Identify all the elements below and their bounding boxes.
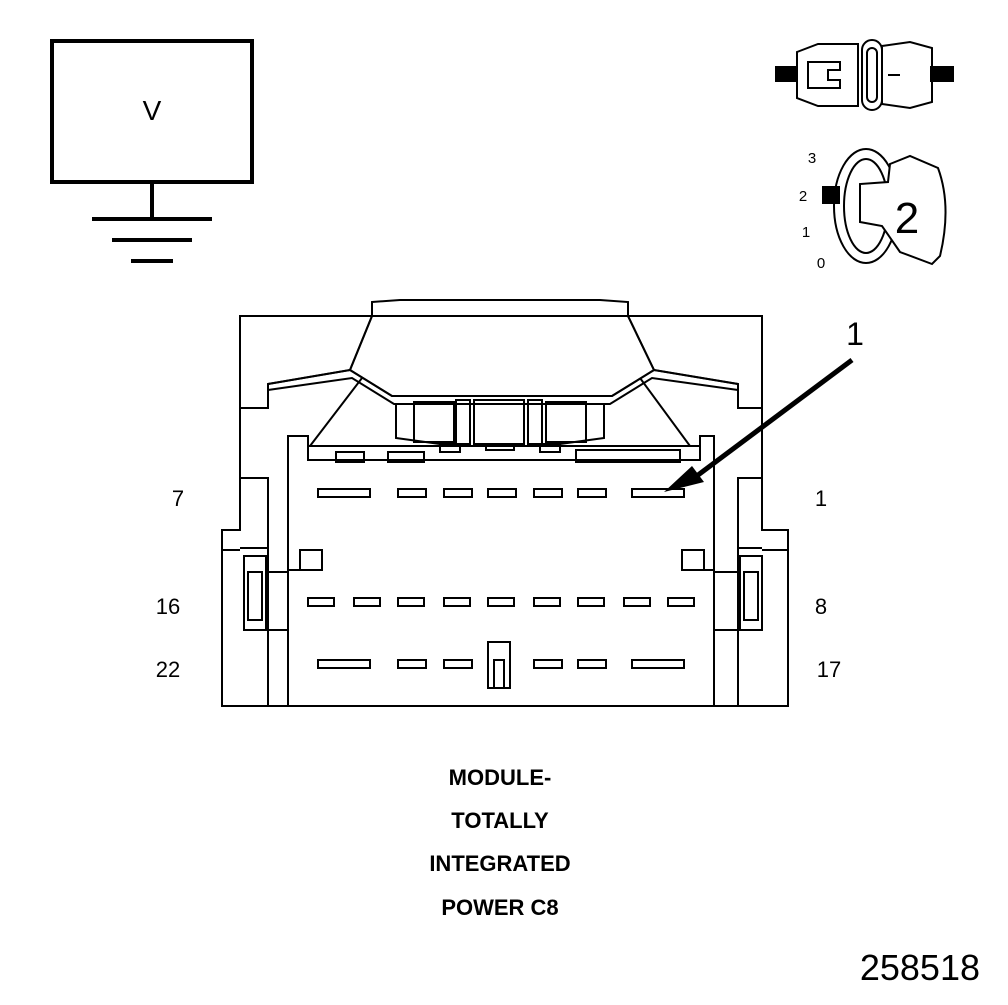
cavity-21 — [397, 659, 427, 669]
cavity-19 — [533, 659, 563, 669]
pin-label-row2-right: 8 — [815, 594, 827, 619]
cavity-16 — [307, 597, 335, 607]
ignition-position-3: 3 — [808, 150, 816, 167]
pin-label-row2-left: 16 — [156, 594, 180, 619]
ignition-position-2: 2 — [799, 188, 807, 205]
pin-label-row1-right: 1 — [815, 486, 827, 511]
ignition-position-1: 1 — [802, 224, 810, 241]
cavity-1 — [631, 488, 685, 498]
callout-number: 1 — [846, 316, 864, 352]
pin-label-row3-right: 17 — [817, 657, 841, 682]
caption-line-3: INTEGRATED — [429, 851, 570, 876]
cavity-14 — [397, 597, 425, 607]
cavity-9 — [623, 597, 651, 607]
active-position-marker — [822, 186, 840, 204]
cavity-12 — [487, 597, 515, 607]
caption-line-1: MODULE- — [449, 765, 552, 790]
figure-number: 258518 — [860, 947, 980, 988]
caption-line-2: TOTALLY — [451, 808, 549, 833]
cavity-18 — [577, 659, 607, 669]
cavity-20 — [443, 659, 473, 669]
pin-label-row1-left: 7 — [172, 486, 184, 511]
ignition-position-0: 0 — [817, 255, 825, 272]
callout-arrow — [664, 357, 854, 492]
cavity-2 — [577, 488, 607, 498]
cavity-17 — [631, 659, 685, 669]
ignition-key-icon — [822, 148, 947, 266]
cavity-11 — [533, 597, 561, 607]
disconnected-connector-icon — [775, 39, 954, 111]
cavity-3 — [533, 488, 563, 498]
cavity-6 — [397, 488, 427, 498]
terminal-cavities — [307, 488, 695, 689]
connector-body — [221, 299, 789, 707]
cavity-8 — [667, 597, 695, 607]
ignition-key-number: 2 — [895, 194, 919, 243]
cavity-5 — [443, 488, 473, 498]
pin-label-row3-left: 22 — [156, 657, 180, 682]
cavity-7 — [317, 488, 371, 498]
cavity-22 — [317, 659, 371, 669]
cavity-15 — [353, 597, 381, 607]
cavity-4 — [487, 488, 517, 498]
caption-line-4: POWER C8 — [441, 895, 558, 920]
cavity-10 — [577, 597, 605, 607]
voltmeter-symbol — [50, 39, 254, 263]
keying-slot — [493, 659, 505, 689]
cavity-13 — [443, 597, 471, 607]
voltmeter-label: V — [143, 95, 162, 126]
